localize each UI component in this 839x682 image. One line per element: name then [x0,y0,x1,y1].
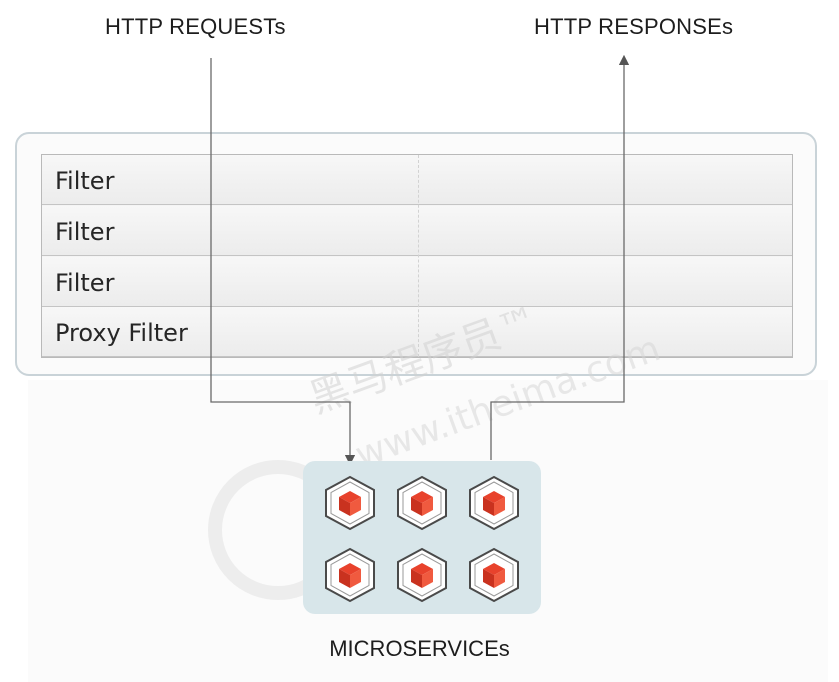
filter-label: Filter [55,269,115,297]
microservices-caption: MICROSERVICEs [329,636,510,661]
proxy-filter-row: Proxy Filter [42,307,792,357]
response-arrow [490,54,630,460]
cube-icon [467,547,521,603]
cube-icon [323,475,377,531]
cube-icon [395,475,449,531]
http-responses-label: HTTP RESPONSEs [534,14,734,39]
proxy-filter-label: Proxy Filter [55,319,188,347]
cube-icon [467,475,521,531]
column-divider [418,155,419,357]
request-arrow [210,58,356,466]
filter-row: Filter [42,257,792,307]
filter-label: Filter [55,167,115,195]
cube-icon [395,547,449,603]
cube-icon [323,547,377,603]
filter-row: Filter [42,155,792,205]
http-requests-label: HTTP REQUESTs [105,14,286,39]
filter-row: Filter [42,206,792,256]
filter-label: Filter [55,218,115,246]
filter-chain: Filter Filter Filter Proxy Filter [41,154,793,358]
microservices-box [303,461,541,614]
